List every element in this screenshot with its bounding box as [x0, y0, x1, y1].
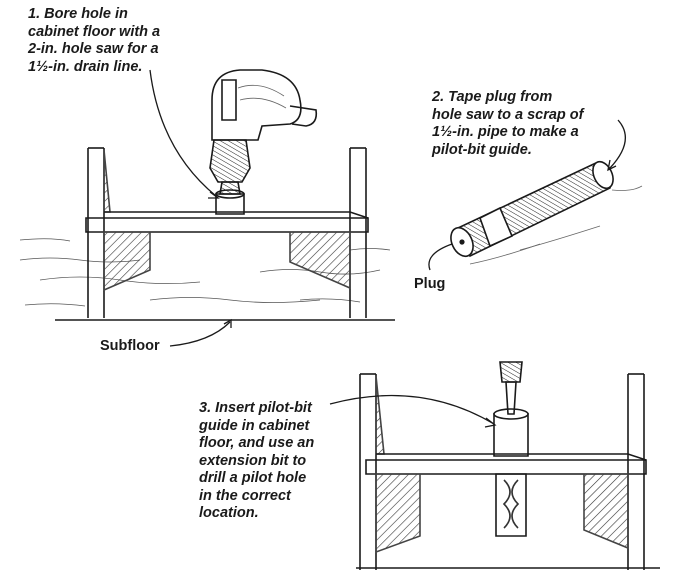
panel-2-pipe	[450, 160, 643, 265]
leader-arrow-plug	[428, 243, 453, 271]
step-3-text: Insert pilot-bit guide in cabinet floor,…	[199, 400, 315, 521]
power-drill-icon	[211, 69, 302, 141]
leader-arrow-1	[149, 69, 217, 197]
cabinet-right-side	[349, 148, 367, 318]
cabinet-left-side	[87, 148, 105, 318]
leader-arrow-subfloor	[169, 321, 231, 347]
leader-arrow-3	[329, 394, 495, 425]
plug-label: Plug	[414, 276, 446, 292]
step-1-text: Bore hole in cabinet floor with a 2-in. …	[28, 6, 161, 75]
step-1-number: 1.	[28, 6, 41, 22]
pipe-guide-icon	[456, 161, 612, 258]
panel-3-cabinet-floor	[365, 459, 647, 475]
panel-1-cabinet	[19, 69, 395, 321]
panel-3-cabinet	[356, 361, 660, 570]
subfloor-label: Subfloor	[100, 338, 160, 354]
step-2-text: Tape plug from hole saw to a scrap of 1½…	[432, 89, 584, 158]
extension-bit	[495, 473, 527, 537]
step-2-caption: 2. Tape plug from hole saw to a scrap of…	[432, 89, 622, 159]
step-2-number: 2.	[432, 89, 445, 105]
step-3-number: 3.	[199, 400, 212, 416]
cabinet-floor	[85, 217, 369, 233]
pilot-bit-guide	[493, 413, 529, 457]
step-3-caption: 3. Insert pilot-bit guide in cabinet flo…	[199, 400, 349, 523]
step-1-caption: 1. Bore hole in cabinet floor with a 2-i…	[28, 6, 218, 76]
leader-arrow-2	[609, 119, 626, 169]
